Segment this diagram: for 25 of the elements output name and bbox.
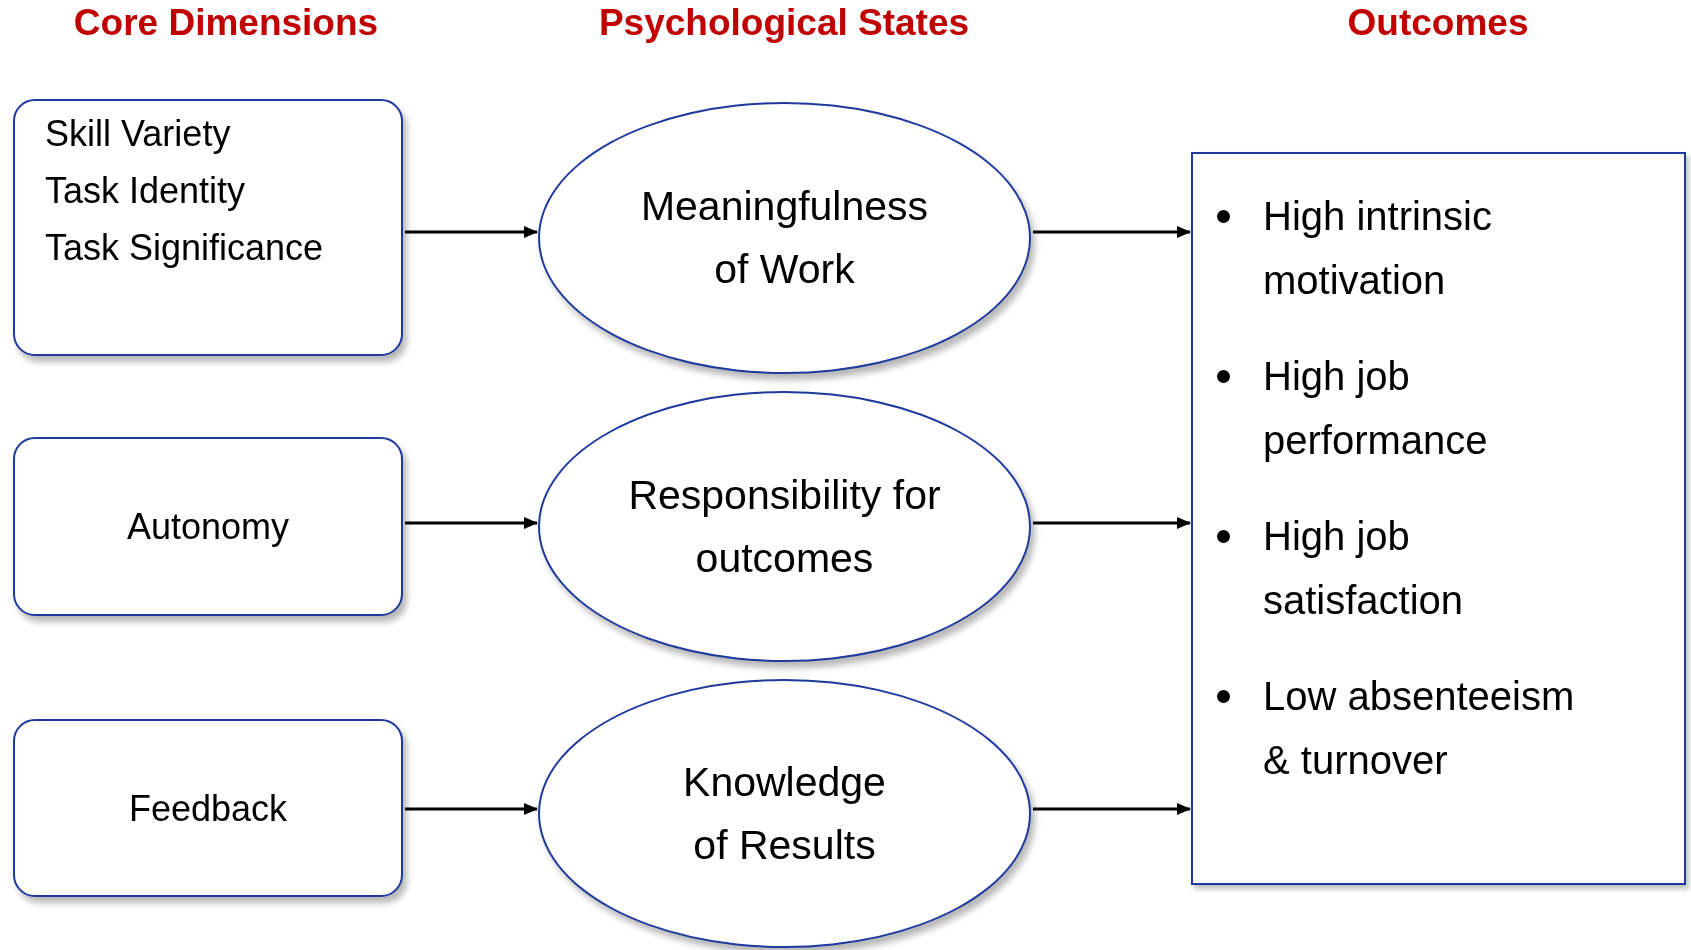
arrow (1033, 517, 1191, 529)
dimension-text: Autonomy (126, 505, 290, 549)
state-text: Knowledge of Results (682, 757, 887, 870)
column-heading: Core Dimensions (73, 2, 379, 44)
dimension-text: Task Identity (45, 169, 246, 213)
arrow (405, 517, 538, 529)
column-heading: Psychological States (598, 2, 970, 44)
arrow (1033, 226, 1191, 238)
state-text: Meaningfulness of Work (639, 182, 930, 294)
outcome-text: High job performance (1263, 353, 1489, 464)
column-heading: Outcomes (1347, 2, 1529, 44)
arrow (405, 226, 538, 238)
outcome-text: High job satisfaction (1263, 513, 1465, 624)
arrow (1033, 803, 1191, 815)
dimension-box (13, 99, 403, 356)
state-text: Responsibility for outcomes (627, 470, 942, 583)
dimension-text: Task Significance (45, 226, 324, 270)
dimension-box (13, 719, 403, 897)
arrow (405, 803, 538, 815)
dimension-text: Feedback (128, 786, 288, 831)
outcome-text: Low absenteeism & turnover (1263, 673, 1576, 784)
dimension-text: Skill Variety (45, 112, 231, 156)
dimension-box (13, 437, 403, 616)
outcome-text: High intrinsic motivation (1263, 193, 1493, 304)
outcomes-box (1191, 152, 1686, 885)
